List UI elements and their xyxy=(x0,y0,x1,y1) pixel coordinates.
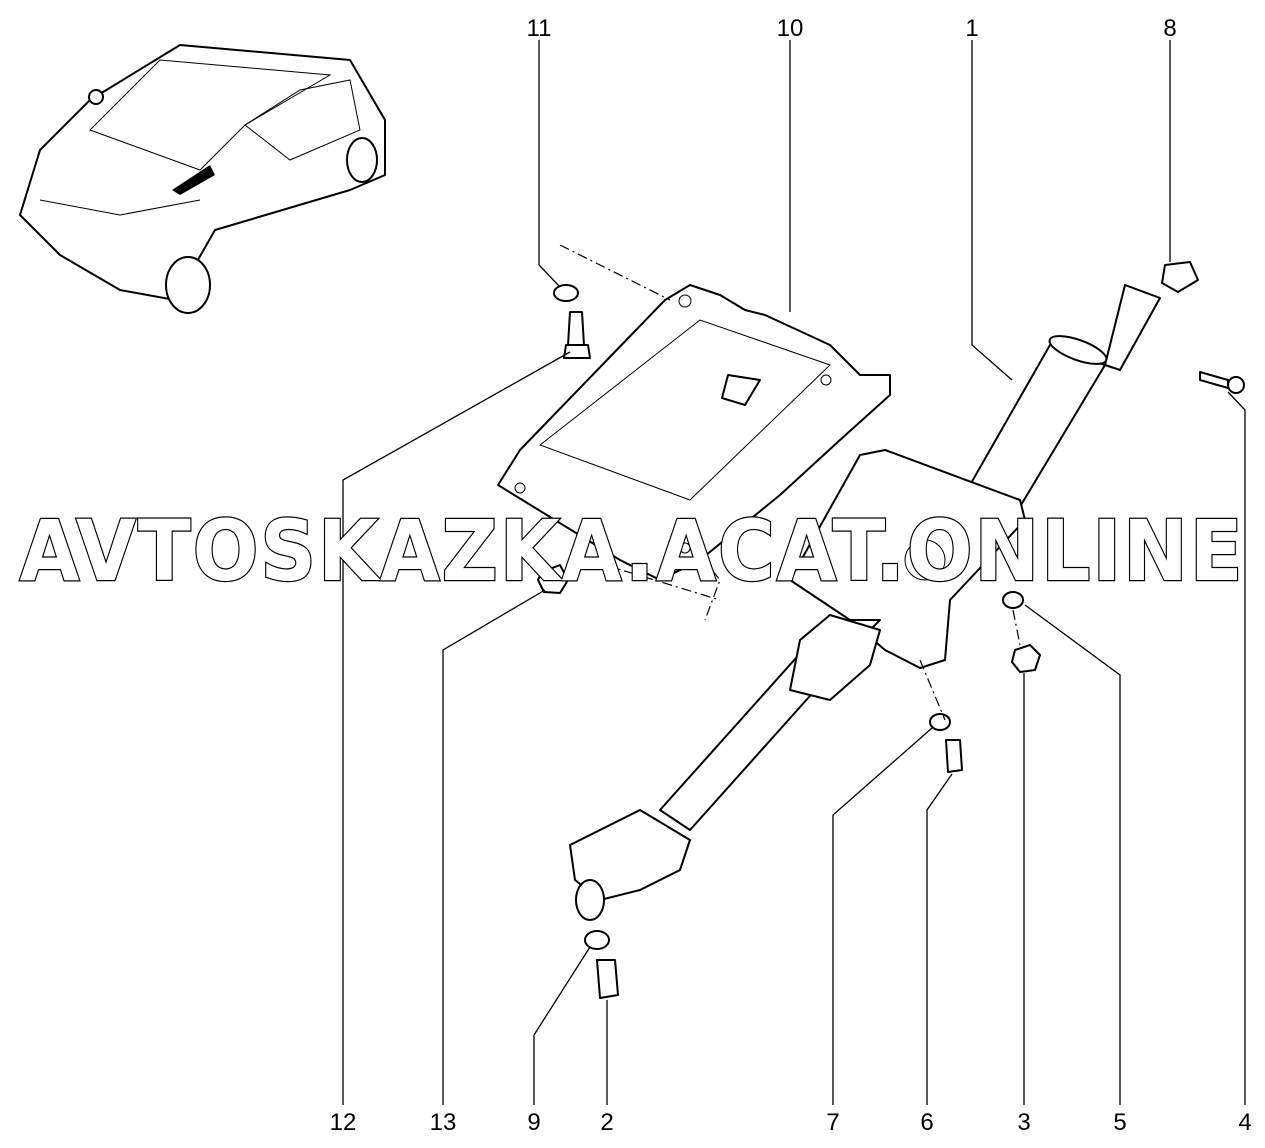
callout-8: 8 xyxy=(1163,15,1176,42)
callout-5: 5 xyxy=(1113,1109,1126,1136)
bolt-2 xyxy=(596,959,619,999)
callout-9: 9 xyxy=(527,1109,540,1136)
washer-5 xyxy=(1002,591,1024,609)
callout-6: 6 xyxy=(920,1109,933,1136)
callout-10: 10 xyxy=(777,15,804,42)
callout-1: 1 xyxy=(965,15,978,42)
small-fasteners xyxy=(537,261,1245,999)
bolt-6 xyxy=(945,739,963,773)
callout-12: 12 xyxy=(330,1109,357,1136)
screw-4 xyxy=(1199,371,1229,389)
washer-9 xyxy=(584,930,610,950)
callout-11: 11 xyxy=(527,15,552,42)
callout-13: 13 xyxy=(430,1109,457,1136)
callout-3: 3 xyxy=(1017,1109,1030,1136)
watermark-text: AVTOSKAZKA.ACAT.ONLINE xyxy=(20,502,1245,600)
nut-13 xyxy=(537,564,569,594)
callout-4: 4 xyxy=(1238,1109,1251,1136)
cap-8 xyxy=(1161,261,1199,293)
nut-3 xyxy=(1011,644,1041,673)
callout-7: 7 xyxy=(826,1109,839,1136)
mounting-bracket xyxy=(497,244,891,621)
bolt-12 xyxy=(567,311,585,346)
callout-2: 2 xyxy=(600,1109,613,1136)
car-location-thumbnail xyxy=(19,44,386,314)
callout-labels: 11 10 1 8 12 13 9 2 7 6 3 5 4 xyxy=(330,15,1252,1136)
steering-column xyxy=(569,284,1161,921)
washer-11 xyxy=(553,284,579,302)
washer-7 xyxy=(929,713,951,731)
leader-lines xyxy=(342,40,1246,1105)
